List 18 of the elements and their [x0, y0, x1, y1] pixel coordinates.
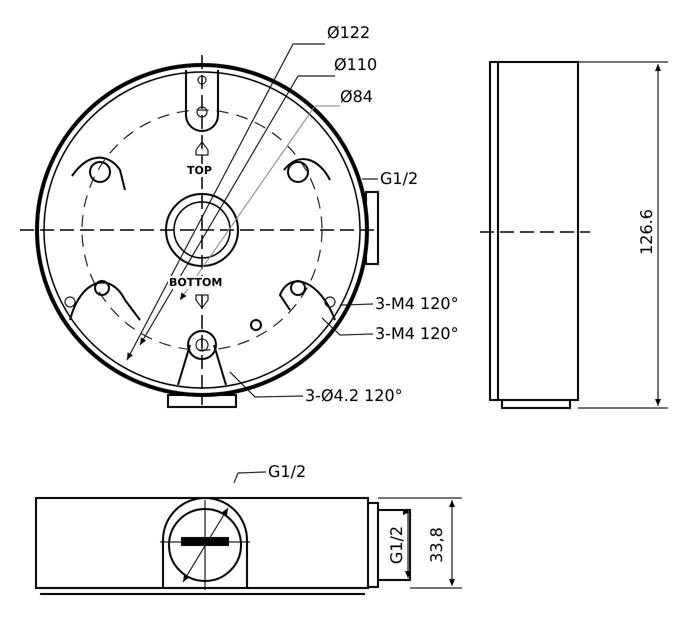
dimension-label: 126.6 — [638, 209, 655, 255]
dimension-label: G1/2 — [389, 526, 406, 564]
direction-label: TOP — [186, 164, 213, 177]
dimension-label: Ø84 — [340, 89, 373, 105]
leader-line — [322, 318, 374, 336]
dimension-label: 33,8 — [428, 527, 445, 563]
direction-label: BOTTOM — [168, 276, 224, 289]
callout-label: G1/2 — [268, 464, 306, 480]
callout-label: 3-Ø4.2 120° — [305, 388, 403, 404]
dimension-label: Ø110 — [334, 57, 378, 73]
leader-line — [230, 372, 304, 398]
leader-line — [340, 304, 374, 306]
leader-line — [234, 472, 266, 484]
callout-label: 3-M4 120° — [375, 296, 459, 312]
dimension-label: Ø122 — [327, 25, 370, 41]
callout-label: G1/2 — [380, 171, 418, 187]
leader-line — [362, 178, 378, 180]
callout-label: 3-M4 120° — [375, 326, 459, 342]
